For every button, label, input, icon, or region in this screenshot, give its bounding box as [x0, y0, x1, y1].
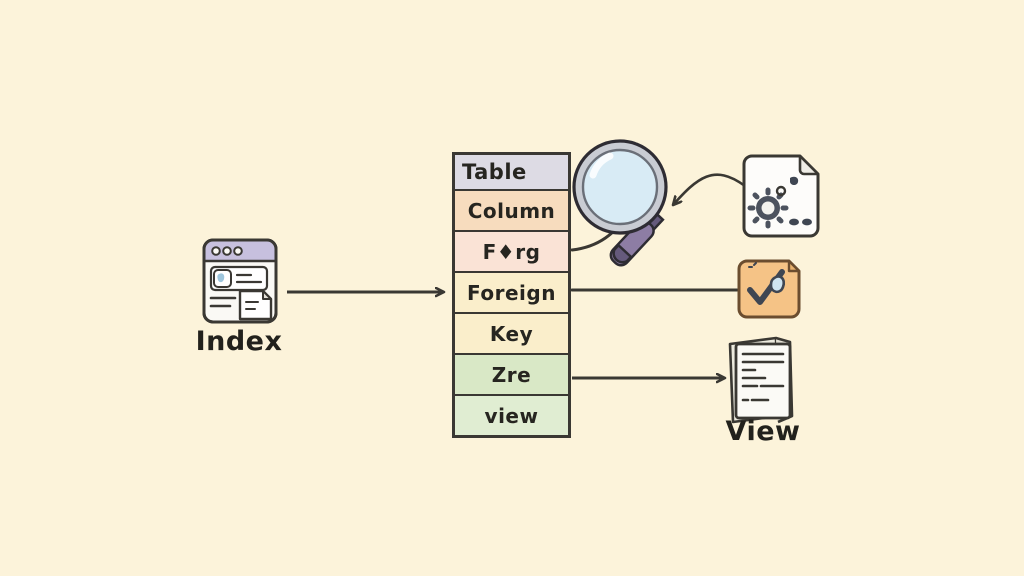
thumbnail-blob	[217, 273, 225, 283]
table-row: view	[455, 394, 568, 435]
window-dot	[222, 246, 232, 256]
table-row: Zre	[455, 353, 568, 394]
table-header-row: Table	[455, 155, 568, 189]
tick-marks	[748, 262, 757, 268]
window-dot	[211, 246, 221, 256]
database-table: Table Column F♦rg Foreign Key Zre view	[452, 152, 571, 438]
small-circle	[775, 185, 787, 197]
table-row: Column	[455, 189, 568, 230]
index-label: Index	[195, 326, 283, 357]
table-row: Key	[455, 312, 568, 353]
check-search-badge-icon	[737, 259, 801, 319]
document-gear-icon	[742, 154, 820, 238]
gear-icon	[747, 187, 789, 229]
browser-window-icon	[202, 238, 278, 324]
dot-pill	[802, 218, 812, 226]
magnifying-glass-icon	[572, 139, 668, 267]
view-label: View	[725, 416, 801, 447]
arrow-document-to-magnifier	[673, 173, 746, 205]
page-icon	[238, 289, 273, 321]
document-stack-icon	[728, 336, 794, 424]
folded-corner	[798, 154, 820, 176]
lens-highlight	[589, 152, 614, 179]
magnifier-lens	[581, 148, 659, 226]
dot-pill	[789, 218, 799, 226]
window-dot	[233, 246, 243, 256]
table-row: F♦rg	[455, 230, 568, 271]
table-row: Foreign	[455, 271, 568, 312]
text-lines	[741, 352, 785, 402]
folded-corner	[787, 259, 801, 273]
ink-blob	[790, 176, 799, 185]
lens-drop	[769, 275, 786, 294]
